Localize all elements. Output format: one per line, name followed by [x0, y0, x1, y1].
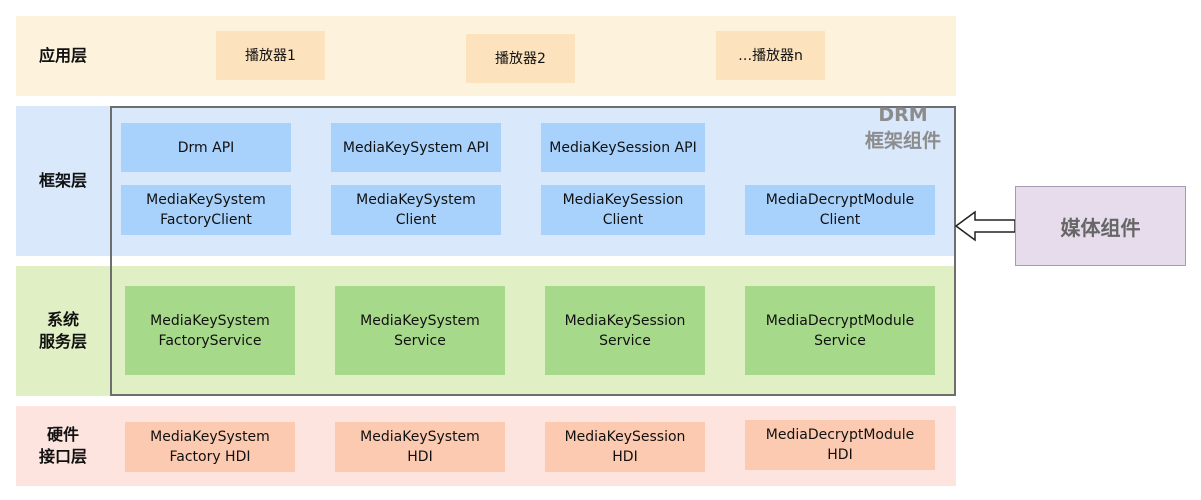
framework-layer-label: 框架层 — [38, 171, 87, 190]
mediakeysystem-factory-hdi-box: MediaKeySystem Factory HDI — [125, 422, 295, 472]
player-n-box: …播放器n — [716, 31, 825, 80]
app-layer-label: 应用层 — [38, 46, 87, 65]
media-component-box: 媒体组件 — [1015, 186, 1186, 266]
mediakeysession-client-box: MediaKeySession Client — [541, 185, 705, 235]
hardware-layer-label: 硬件 接口层 — [38, 425, 87, 466]
drm-api-box: Drm API — [121, 123, 291, 172]
mediakeysystem-hdi-box: MediaKeySystem HDI — [335, 422, 505, 472]
mediakeysession-hdi-box: MediaKeySession HDI — [545, 422, 705, 472]
mediakeysystem-factoryclient-box: MediaKeySystem FactoryClient — [121, 185, 291, 235]
mediakeysystem-service-box: MediaKeySystem Service — [335, 286, 505, 375]
mediadecryptmodule-client-box: MediaDecryptModule Client — [745, 185, 935, 235]
mediakeysystem-client-box: MediaKeySystem Client — [331, 185, 501, 235]
mediakeysystem-api-box: MediaKeySystem API — [331, 123, 501, 172]
player-1-box: 播放器1 — [216, 31, 325, 80]
drm-framework-boundary — [110, 106, 956, 396]
player-2-box: 播放器2 — [466, 34, 575, 83]
mediakeysystem-factoryservice-box: MediaKeySystem FactoryService — [125, 286, 295, 375]
mediadecryptmodule-service-box: MediaDecryptModule Service — [745, 286, 935, 375]
mediakeysession-service-box: MediaKeySession Service — [545, 286, 705, 375]
mediakeysession-api-box: MediaKeySession API — [541, 123, 705, 172]
mediadecryptmodule-hdi-box: MediaDecryptModule HDI — [745, 420, 935, 470]
service-layer-label: 系统 服务层 — [38, 310, 87, 351]
arrow-left-icon — [955, 210, 1016, 242]
drm-framework-label: DRM 框架组件 — [864, 104, 941, 152]
